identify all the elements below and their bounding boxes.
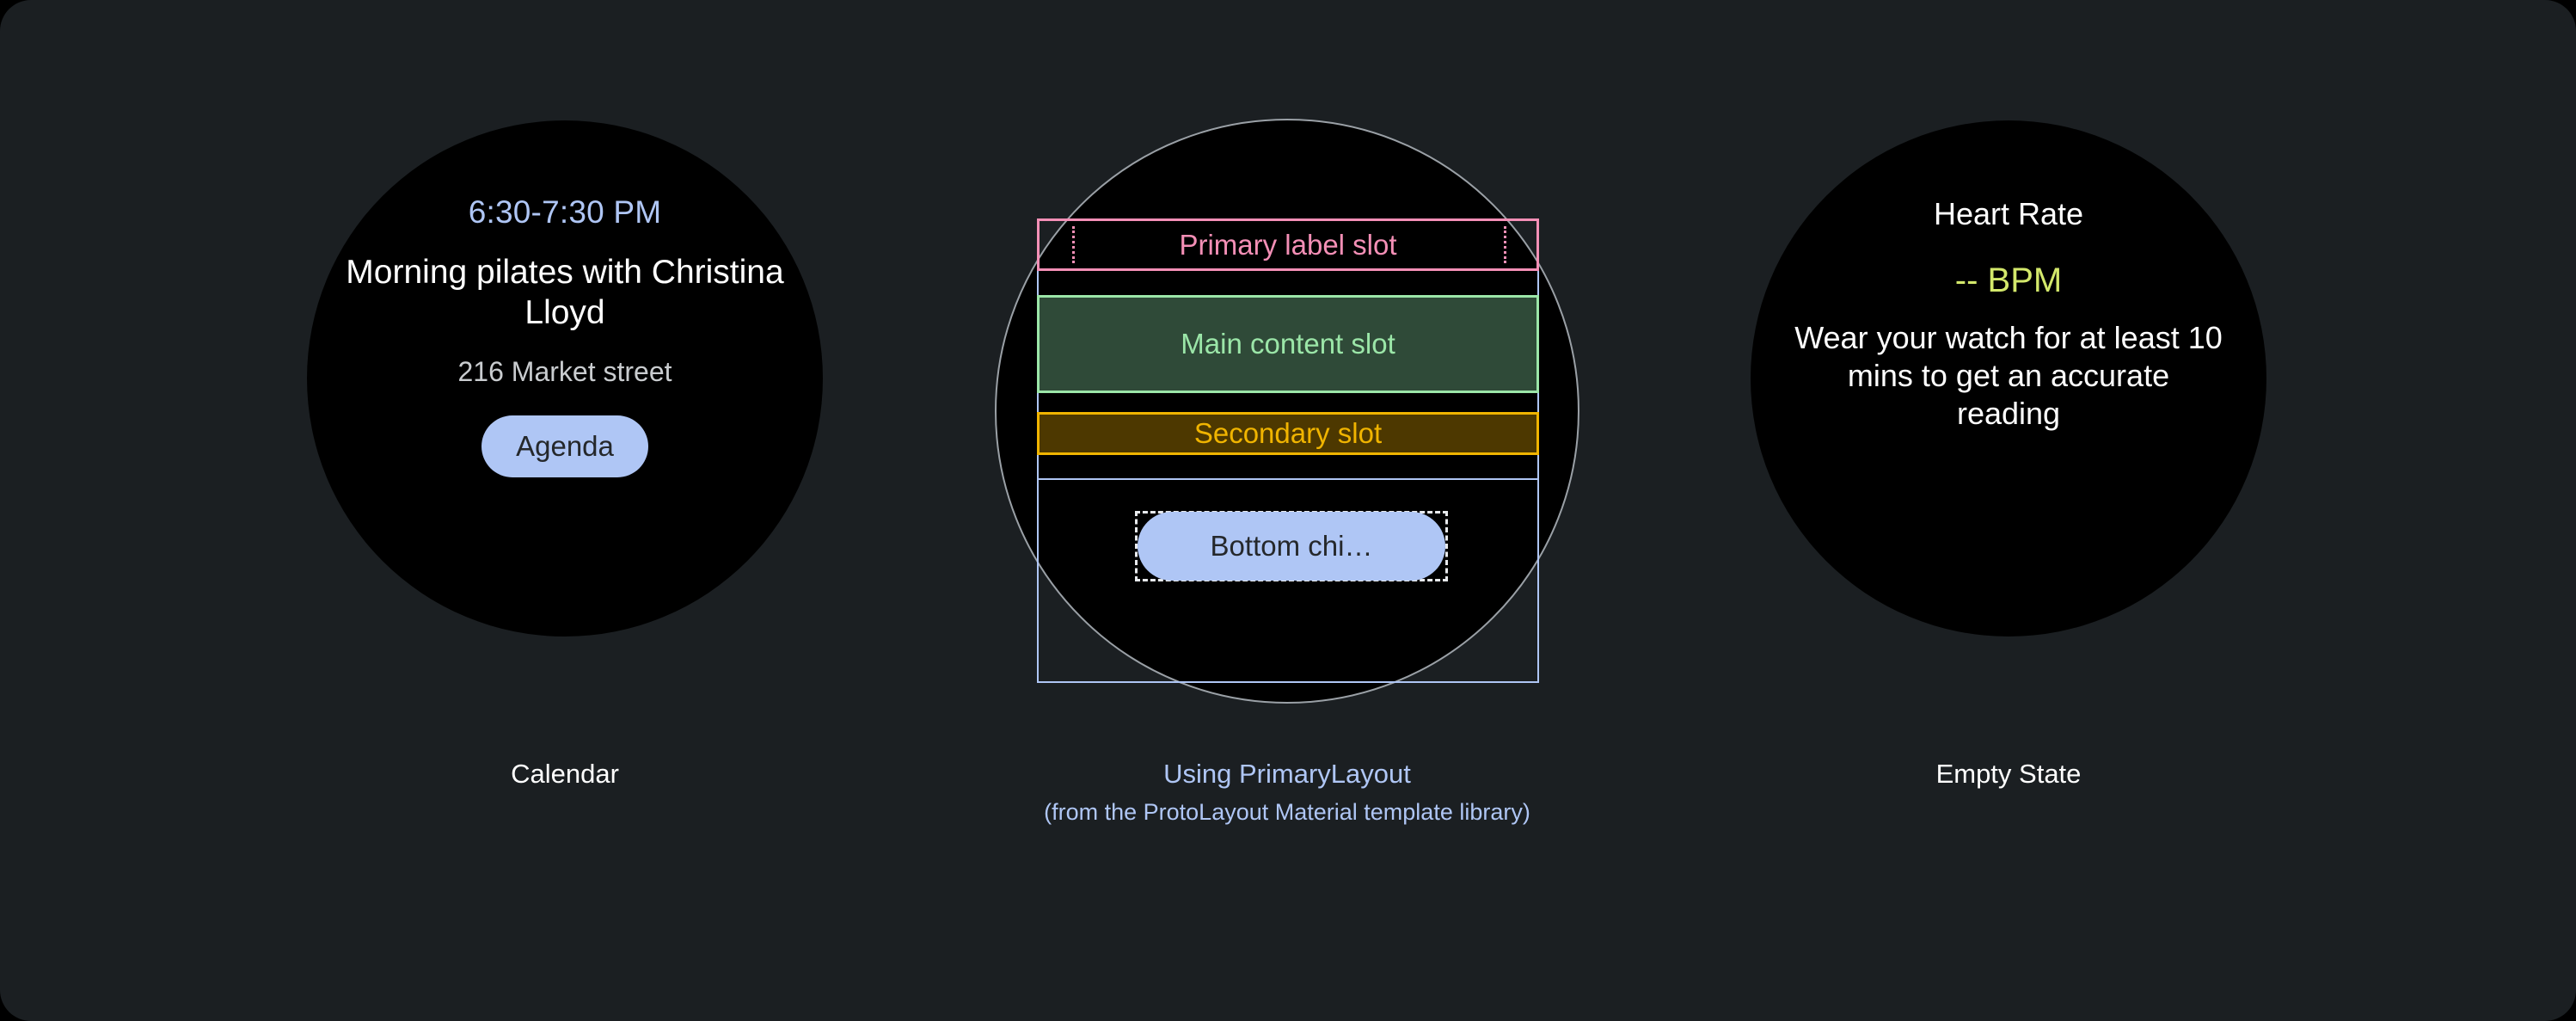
- primary-label-guide-right-icon: [1504, 226, 1506, 263]
- primary-layout-container: Primary label slot Main content slot Sec…: [1037, 218, 1539, 683]
- agenda-chip-button[interactable]: Agenda: [481, 415, 648, 477]
- slot-primary-label: Primary label slot: [1037, 218, 1539, 271]
- watch-face-empty-state: Heart Rate -- BPM Wear your watch for at…: [1751, 120, 2266, 637]
- slot-secondary: Secondary slot: [1037, 412, 1539, 455]
- calendar-time-range: 6:30-7:30 PM: [468, 194, 662, 230]
- slot-secondary-text: Secondary slot: [1193, 417, 1383, 449]
- empty-state-content: Heart Rate -- BPM Wear your watch for at…: [1751, 120, 2266, 637]
- calendar-event-location: 216 Market street: [457, 355, 672, 387]
- primary-label-guide-left-icon: [1072, 226, 1075, 263]
- slot-main-content: Main content slot: [1037, 295, 1539, 393]
- caption-calendar: Calendar: [511, 759, 619, 789]
- heart-rate-value: -- BPM: [1954, 261, 2063, 299]
- watch-face-calendar: 6:30-7:30 PM Morning pilates with Christ…: [307, 120, 823, 637]
- calendar-content: 6:30-7:30 PM Morning pilates with Christ…: [307, 120, 823, 637]
- watch-bezel-outline: [995, 119, 1579, 704]
- bottom-slot-divider: [1037, 478, 1539, 480]
- caption-primary-layout-title: Using PrimaryLayout: [1163, 759, 1411, 789]
- calendar-event-title: Morning pilates with Christina Lloyd: [346, 254, 784, 331]
- slot-main-content-text: Main content slot: [1181, 328, 1395, 360]
- caption-primary-layout: Using PrimaryLayout (from the ProtoLayou…: [986, 757, 1588, 828]
- heart-rate-title: Heart Rate: [1933, 196, 2084, 231]
- bottom-chip-bounds-outline: Bottom chi…: [1135, 511, 1448, 581]
- caption-primary-layout-subtitle: (from the ProtoLayout Material template …: [1044, 799, 1530, 826]
- caption-empty-state: Empty State: [1935, 759, 2082, 789]
- heart-rate-description: Wear your watch for at least 10 mins to …: [1794, 320, 2223, 431]
- bottom-chip-button[interactable]: Bottom chi…: [1138, 512, 1445, 581]
- slot-primary-label-text: Primary label slot: [1179, 228, 1397, 261]
